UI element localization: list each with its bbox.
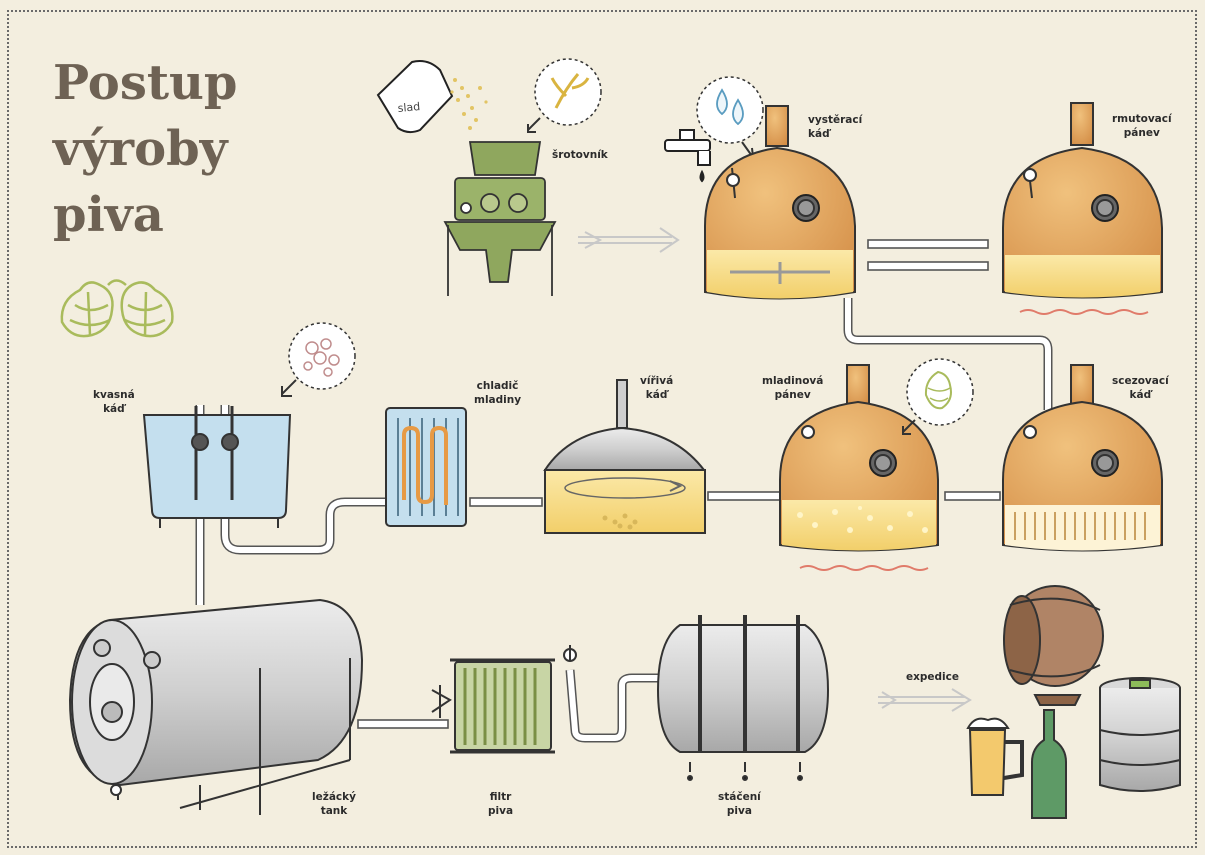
- expedice-arrow-icon: [878, 689, 970, 711]
- label-staceni-line2: piva: [718, 804, 761, 818]
- label-rmutovaci-line2: pánev: [1112, 126, 1172, 140]
- label-rmutovaci-line1: rmutovací: [1112, 112, 1172, 126]
- label-filtr-line1: filtr: [488, 790, 513, 804]
- grain-mill: [445, 142, 555, 296]
- lager-tank: [70, 600, 362, 815]
- label-lezacky-line1: ležácký: [312, 790, 356, 804]
- wort-cooler: [386, 408, 466, 526]
- label-lezacky-line2: tank: [312, 804, 356, 818]
- flow-arrow-icon: [578, 228, 678, 252]
- label-mladinova-line1: mladinová: [762, 374, 823, 388]
- heat-wave: [1020, 310, 1148, 314]
- label-scezovaci-line2: káď: [1112, 388, 1169, 402]
- label-expedice-text: expedice: [906, 671, 959, 683]
- label-viriva-kad: vířivá káď: [640, 374, 673, 402]
- grain-icon: [528, 59, 601, 132]
- label-staceni-line1: stáčení: [718, 790, 761, 804]
- label-scezovaci-line1: scezovací: [1112, 374, 1169, 388]
- falling-grains: [450, 78, 487, 130]
- label-srotovnik: šrotovník: [552, 148, 608, 162]
- label-kvasna-line1: kvasná: [93, 388, 135, 402]
- beer-keg: [1100, 678, 1180, 791]
- label-chladic-line1: chladič: [474, 379, 521, 393]
- fermenter: [144, 406, 290, 528]
- label-rmutovaci-panev: rmutovací pánev: [1112, 112, 1172, 140]
- label-vystiraci-line1: vystěrací: [808, 113, 862, 127]
- bottling-tank: [658, 615, 828, 780]
- label-viriva-line2: káď: [640, 388, 673, 402]
- label-scezovaci-kad: scezovací káď: [1112, 374, 1169, 402]
- label-vystiraci-kad: vystěrací káď: [808, 113, 862, 141]
- label-viriva-line1: vířivá: [640, 374, 673, 388]
- hop-logo-icon: [62, 281, 173, 337]
- beer-filter: [432, 645, 576, 752]
- heat-wave: [800, 566, 928, 570]
- label-expedice: expedice: [906, 670, 959, 684]
- label-mladinova-panev: mladinová pánev: [762, 374, 823, 402]
- yeast-icon: [282, 323, 355, 396]
- label-kvasna-kad: kvasná káď: [93, 388, 135, 416]
- label-lezacky-tank: ležácký tank: [312, 790, 356, 818]
- bag-label: slad: [397, 100, 421, 115]
- malt-bag: slad: [378, 61, 452, 132]
- beer-mug: [968, 719, 1022, 795]
- label-filtr-line2: piva: [488, 804, 513, 818]
- label-chladic-mladiny: chladič mladiny: [474, 379, 521, 407]
- label-staceni-piva: stáčení piva: [718, 790, 761, 818]
- label-mladinova-line2: pánev: [762, 388, 823, 402]
- label-filtr-piva: filtr piva: [488, 790, 513, 818]
- whirlpool-tank: [545, 380, 705, 533]
- label-srotovnik-text: šrotovník: [552, 149, 608, 161]
- hops-icon: [903, 359, 973, 434]
- water-tap: [665, 130, 710, 181]
- label-chladic-line2: mladiny: [474, 393, 521, 407]
- label-kvasna-line2: káď: [93, 402, 135, 416]
- beer-barrel: [1004, 586, 1103, 705]
- beer-bottle: [1032, 710, 1066, 818]
- label-vystiraci-line2: káď: [808, 127, 862, 141]
